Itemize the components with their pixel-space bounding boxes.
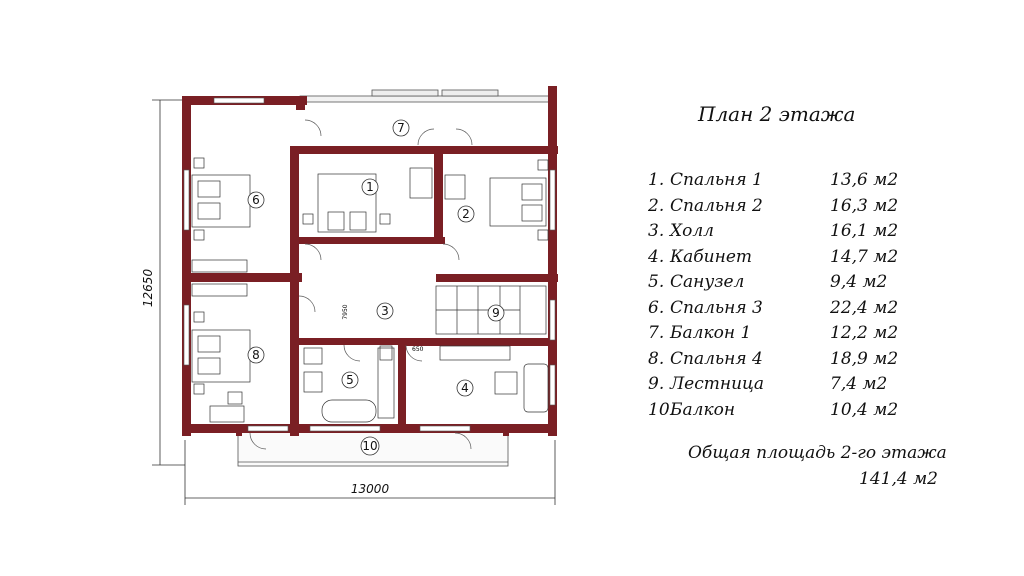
legend-number: 6. [648,297,665,318]
legend-room-name: Спальня 2 [670,195,763,216]
legend-row: 7.Балкон 1 12,2 м2 [648,321,948,347]
legend-room-name: Лестница [670,374,765,394]
legend-room-name: Спальня 3 [670,297,763,318]
legend-number: 4. [648,246,665,267]
legend-number: 2. [648,195,665,216]
legend-number: 5. [648,272,665,292]
legend-area: 22,4 м2 [830,297,899,318]
legend-number: 3. [648,221,665,241]
plan-title: План 2 этажа [698,102,856,126]
windows [183,97,556,432]
total-area-label: Общая площадь 2-го этажа [688,443,947,463]
legend-area: 10,4 м2 [830,399,899,420]
legend-area: 13,6 м2 [830,170,899,190]
legend-room-name: Балкон [670,399,736,420]
legend-area: 16,1 м2 [830,221,899,241]
legend-row: 9.Лестница 7,4 м2 [648,372,948,398]
legend-area: 14,7 м2 [830,246,899,267]
room-marker-5: 5 [346,373,354,387]
legend-row: 2.Спальня 2 16,3 м2 [648,194,948,220]
legend-row: 6.Спальня 3 22,4 м2 [648,296,948,322]
legend-room-name: Холл [670,221,714,241]
room-marker-3: 3 [381,304,389,318]
room-marker-10: 10 [362,439,377,453]
room-marker-6: 6 [252,193,260,207]
balcony-top [299,89,556,103]
total-area: Общая площадь 2-го этажа 141,4 м2 [688,440,947,492]
legend-room-name: Кабинет [670,246,752,267]
legend-number: 7. [648,323,665,343]
legend-row: 1.Спальня 1 13,6 м2 [648,168,948,194]
legend-number: 1. [648,170,665,190]
room-marker-7: 7 [397,121,405,135]
legend-row: 4.Кабинет 14,7 м2 [648,245,948,271]
balcony-bottom [237,427,509,467]
legend-row: 3.Холл 16,1 м2 [648,219,948,245]
walls [182,86,558,436]
legend-number: 10. [648,399,676,420]
legend-area: 18,9 м2 [830,348,899,369]
hall-dimension-label: 7950 [342,304,349,319]
width-dimension-label: 13000 [351,482,390,496]
room-marker-8: 8 [252,348,260,362]
legend-row: 10.Балкон 10,4 м2 [648,398,948,424]
legend-row: 8.Спальня 4 18,9 м2 [648,347,948,373]
legend-number: 8. [648,348,665,369]
height-dimension-label: 12650 [141,269,155,308]
room-markers [247,119,505,456]
doors [249,119,473,450]
legend-area: 16,3 м2 [830,195,899,216]
room-marker-2: 2 [462,207,470,221]
room-legend: 1.Спальня 1 13,6 м2 2.Спальня 2 16,3 м2 3.… [648,168,948,423]
legend-area: 12,2 м2 [830,323,899,343]
furniture [191,157,549,423]
legend-area: 9,4 м2 [830,272,888,292]
legend-room-name: Санузел [670,272,745,292]
total-area-value: 141,4 м2 [859,469,938,489]
floor-plan: 12650 13000 [141,86,558,505]
legend-area: 7,4 м2 [830,374,888,394]
legend-room-name: Спальня 1 [670,170,763,190]
bath-dimension-label: 650 [412,346,424,353]
legend-row: 5.Санузел 9,4 м2 [648,270,948,296]
room-marker-4: 4 [461,381,469,395]
legend-room-name: Балкон 1 [670,323,752,343]
legend-number: 9. [648,374,665,394]
room-marker-9: 9 [492,306,500,320]
dimension-lines [152,99,556,505]
legend-room-name: Спальня 4 [670,348,763,369]
room-marker-1: 1 [366,180,374,194]
